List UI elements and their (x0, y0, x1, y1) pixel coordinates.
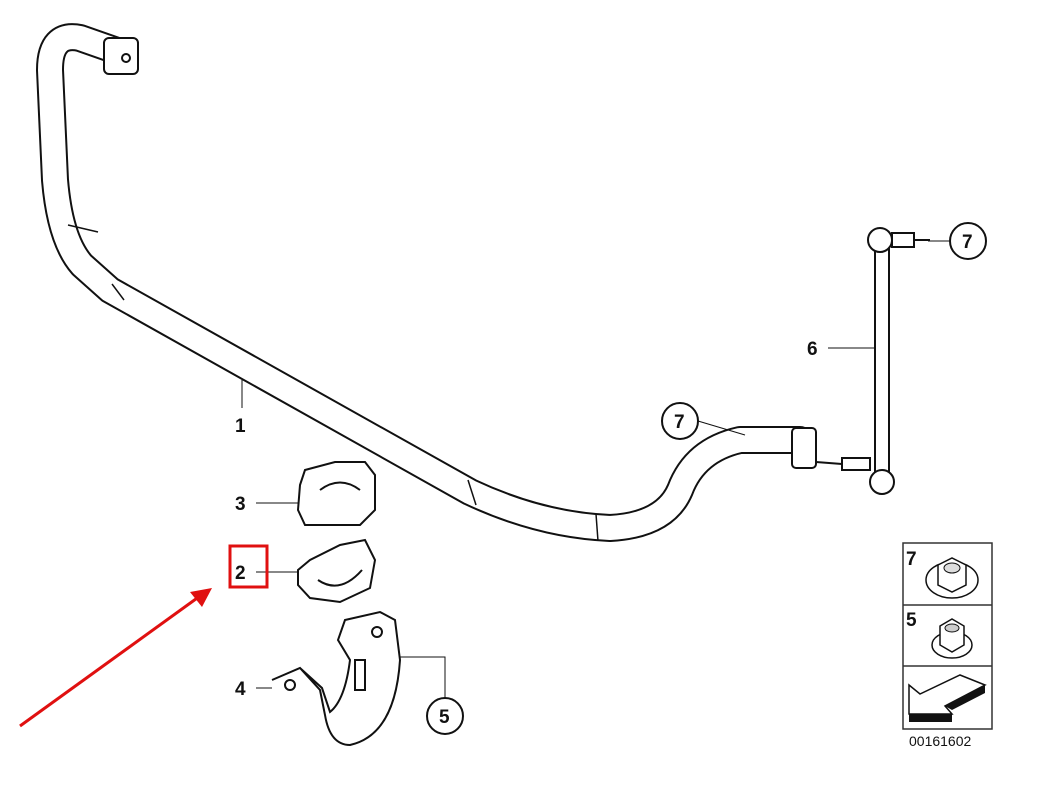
callout-7-mid-circle (661, 402, 699, 440)
legend-nut-7-label: 7 (906, 549, 917, 570)
stabilizer-link (815, 227, 930, 495)
red-pointer-arrow (19, 588, 212, 728)
callout-6: 6 (807, 339, 818, 360)
stabilizer-bar (36, 23, 817, 542)
callout-5-circle (426, 697, 464, 735)
hardware-legend-box: 7 5 (902, 542, 993, 730)
bushing-upper (296, 461, 376, 526)
bushing-lower (297, 538, 377, 604)
flange-nut-icon (925, 557, 979, 599)
diagram-number: 00161602 (909, 733, 972, 749)
callout-7-top: 7 (962, 232, 973, 253)
callout-7-mid: 7 (674, 412, 685, 433)
lock-nut-icon (931, 618, 973, 659)
highlight-box (228, 544, 269, 589)
callout-7-top-circle (949, 222, 987, 260)
legend-nut-5-label: 5 (906, 610, 917, 631)
callout-5: 5 (439, 707, 450, 728)
callout-1: 1 (235, 416, 246, 437)
leader-lines (241, 240, 950, 698)
bushing-clamp (271, 610, 402, 747)
callout-2: 2 (235, 563, 246, 584)
direction-arrow-icon (908, 674, 987, 722)
callout-3: 3 (235, 494, 246, 515)
callout-4: 4 (235, 679, 246, 700)
